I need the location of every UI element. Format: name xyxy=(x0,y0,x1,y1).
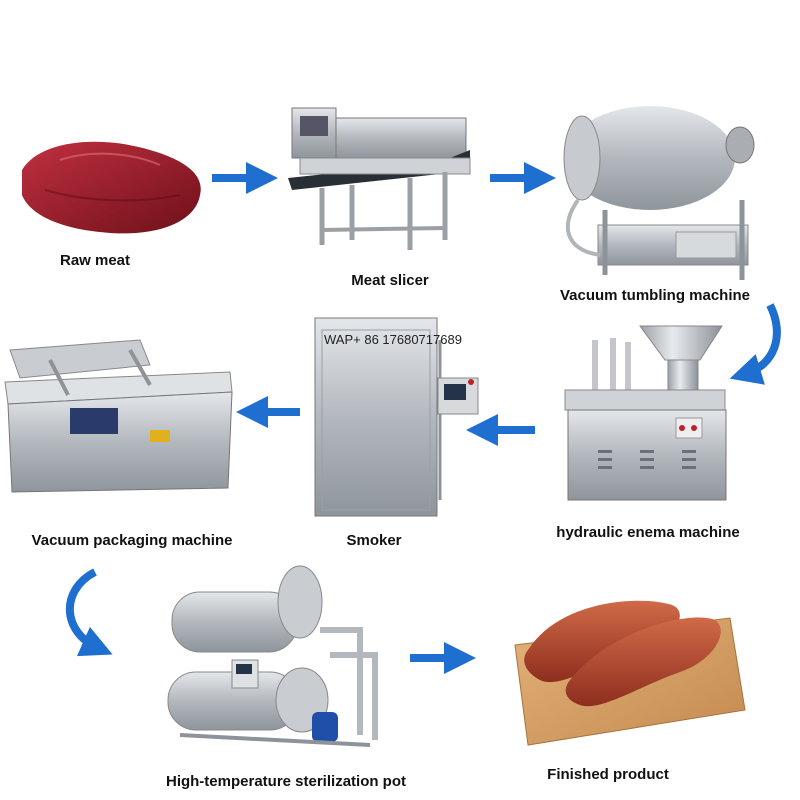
label-smoker: Smoker xyxy=(346,532,402,549)
label-vacuum-tumbling-machine: Vacuum tumbling machine xyxy=(559,287,751,304)
label-meat-slicer: Meat slicer xyxy=(351,272,429,289)
label-raw-meat: Raw meat xyxy=(59,252,131,269)
vacuum-tumbler-image xyxy=(563,106,755,280)
raw-meat-image xyxy=(22,141,201,234)
hydraulic-filler-image xyxy=(564,325,727,501)
arrow-tumbler-to-filler xyxy=(729,303,781,385)
label-hydraulic-enema-machine: hydraulic enema machine xyxy=(556,524,740,541)
vacuum-packager-image xyxy=(4,339,233,493)
smoker-image xyxy=(314,317,479,517)
flow-arrows xyxy=(65,162,781,674)
meat-slicer-image xyxy=(288,107,471,250)
finished-sausage-image xyxy=(514,600,746,746)
arrow-packager-to-sterilizer xyxy=(65,568,113,657)
sterilization-pot-image xyxy=(167,565,378,747)
label-vacuum-packaging-machine: Vacuum packaging machine xyxy=(31,532,233,549)
watermark-text: WAP+ 86 17680717689 xyxy=(324,332,462,347)
label-finished-product: Finished product xyxy=(547,766,669,783)
label-sterilization-pot: High-temperature sterilization pot xyxy=(165,773,407,790)
